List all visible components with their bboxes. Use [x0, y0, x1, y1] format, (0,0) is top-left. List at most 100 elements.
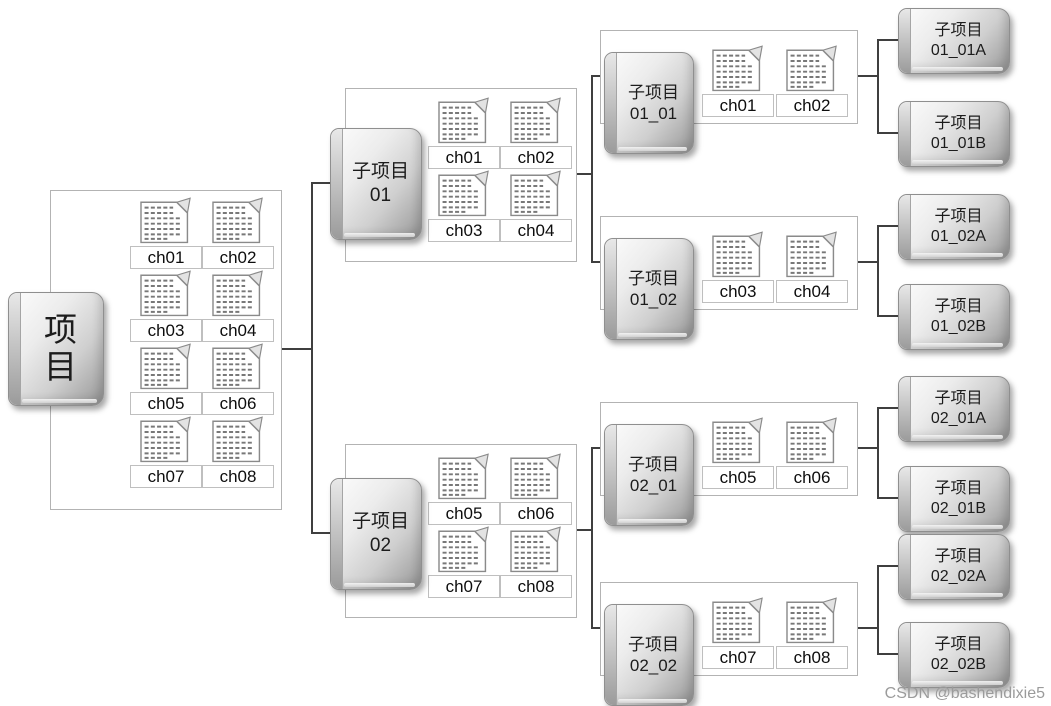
subproject-01-02-book-icon: 子项目 01_02	[604, 238, 694, 340]
subproject-02-01-book-label: 子项目 02_01	[628, 454, 679, 497]
document-icon	[510, 526, 562, 573]
book-label-line1: 子项目	[628, 454, 679, 474]
document-item: ch04	[500, 169, 572, 242]
document-label: ch03	[428, 219, 500, 242]
project-book-label: 项目	[44, 311, 77, 385]
connector-sub01-trunk	[591, 76, 593, 263]
document-label: ch04	[202, 319, 274, 342]
book-label-line2: 01_01B	[930, 135, 987, 152]
subproject-02-01-book-icon: 子项目 02_01	[604, 424, 694, 526]
document-icon	[712, 417, 764, 464]
document-label: ch08	[500, 575, 572, 598]
book-label-line2: 02_01B	[930, 500, 987, 517]
watermark: CSDN @bashendixie5	[884, 685, 1045, 702]
document-label: ch03	[130, 319, 202, 342]
subproject-01-02B-book-icon: 子项目 01_02B	[898, 284, 1010, 350]
book-label-line2: 01	[369, 185, 392, 206]
book-label-line1: 子项目	[934, 548, 983, 565]
book-label-line1: 子项目	[628, 82, 679, 102]
connector-to-01-02A	[877, 225, 899, 227]
document-icon	[212, 416, 264, 463]
document-icon	[438, 97, 490, 144]
subproject-02-01B-book-icon: 子项目 02_01B	[898, 466, 1010, 532]
subproject-01-01B-book-label: 子项目 01_01B	[931, 114, 986, 154]
document-label: ch05	[130, 392, 202, 415]
document-item: ch03	[130, 269, 202, 342]
document-label: ch04	[500, 219, 572, 242]
subproject-02-02-book-label: 子项目 02_02	[628, 634, 679, 677]
subproject-02-02B-book-label: 子项目 02_02B	[931, 635, 986, 675]
connector-sub01-01-trunk	[877, 40, 879, 134]
subproject-01-book-label: 子项目 01	[352, 160, 409, 208]
document-item: ch01	[130, 196, 202, 269]
document-item: ch08	[500, 525, 572, 598]
connector-root-trunk	[311, 182, 313, 534]
document-item: ch06	[500, 452, 572, 525]
document-icon	[212, 270, 264, 317]
document-icon	[212, 197, 264, 244]
book-label-line1: 子项目	[934, 208, 983, 225]
document-item: ch05	[130, 342, 202, 415]
document-label: ch07	[130, 465, 202, 488]
document-icon	[438, 453, 490, 500]
document-label: ch02	[776, 94, 848, 117]
book-label-line2: 01_01	[629, 104, 678, 123]
document-icon	[140, 197, 192, 244]
connector-sub02-01-out	[856, 447, 879, 449]
document-label: ch06	[776, 466, 848, 489]
document-label: ch07	[702, 646, 774, 669]
subproject-02-book-label: 子项目 02	[352, 510, 409, 558]
book-label-line2: 02	[369, 535, 392, 556]
subproject-02-02B-book-icon: 子项目 02_02B	[898, 622, 1010, 688]
document-icon	[212, 343, 264, 390]
document-item: ch05	[428, 452, 500, 525]
document-label: ch01	[130, 246, 202, 269]
book-label-line1: 子项目	[351, 511, 409, 533]
subproject-02-book-icon: 子项目 02	[330, 478, 422, 590]
subproject-02-02A-book-label: 子项目 02_02A	[931, 547, 986, 587]
connector-sub01-02-trunk	[877, 226, 879, 317]
document-icon	[786, 45, 838, 92]
subproject-01-02A-book-icon: 子项目 01_02A	[898, 194, 1010, 260]
document-item: ch08	[776, 596, 848, 669]
document-item: ch06	[776, 416, 848, 489]
document-label: ch06	[202, 392, 274, 415]
subproject-02-02A-book-icon: 子项目 02_02A	[898, 534, 1010, 600]
document-icon	[786, 231, 838, 278]
document-item: ch07	[130, 415, 202, 488]
document-icon	[786, 417, 838, 464]
document-item: ch01	[428, 96, 500, 169]
document-item: ch03	[702, 230, 774, 303]
book-label-line2: 02_01	[629, 476, 678, 495]
subproject-01-01A-book-label: 子项目 01_01A	[931, 21, 986, 61]
document-icon	[510, 97, 562, 144]
document-icon	[510, 170, 562, 217]
document-item: ch04	[202, 269, 274, 342]
document-label: ch07	[428, 575, 500, 598]
connector-sub01-02-out	[856, 261, 879, 263]
book-label-line2: 02_02B	[930, 656, 987, 673]
document-icon	[438, 170, 490, 217]
book-label-line2: 02_01A	[930, 410, 987, 427]
book-label-line1: 子项目	[934, 480, 983, 497]
document-item: ch06	[202, 342, 274, 415]
book-label-line2: 01_01A	[930, 42, 987, 59]
connector-to-02-01B	[877, 497, 899, 499]
book-label-line1: 子项目	[934, 22, 983, 39]
document-icon	[712, 45, 764, 92]
document-item: ch02	[202, 196, 274, 269]
book-label-line2: 02_02	[629, 656, 678, 675]
document-item: ch07	[702, 596, 774, 669]
subproject-01-book-icon: 子项目 01	[330, 128, 422, 240]
subproject-01-02B-book-label: 子项目 01_02B	[931, 297, 986, 337]
book-label-line1: 子项目	[628, 634, 679, 654]
project-book-icon: 项目	[8, 292, 104, 406]
document-icon	[140, 416, 192, 463]
book-label-line1: 子项目	[934, 298, 983, 315]
book-label-line1: 子项目	[934, 390, 983, 407]
book-label-line2: 02_02A	[930, 568, 987, 585]
connector-to-sub01	[311, 182, 335, 184]
document-label: ch08	[202, 465, 274, 488]
book-label-line2: 01_02B	[930, 318, 987, 335]
